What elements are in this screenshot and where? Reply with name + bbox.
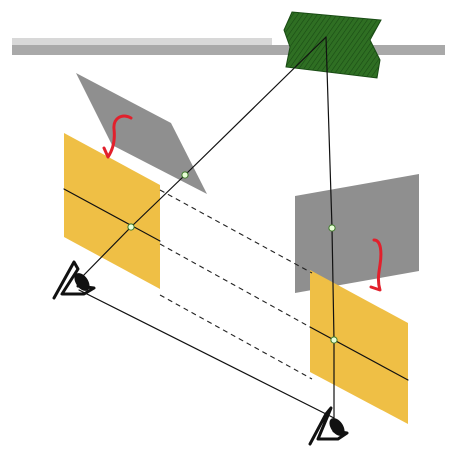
- right-eye-pupil: [329, 418, 345, 436]
- left-plane-horizontal-line: [63, 188, 161, 242]
- left-eye-outline: [52, 260, 96, 300]
- right-arrow-body: [369, 238, 383, 292]
- left-curved-arrow-icon: [102, 114, 133, 159]
- black-lines: [63, 36, 409, 419]
- left-eye-pupil: [74, 273, 90, 291]
- right-plane-point: [330, 336, 338, 344]
- left-view-ray-extension: [130, 174, 186, 228]
- dashed-guide-bottom: [159, 294, 313, 380]
- left-mirror-point: [181, 171, 189, 179]
- top-rail: [12, 38, 445, 55]
- right-image-plane: [310, 270, 408, 424]
- green-points: [127, 171, 338, 344]
- support-line-right: [325, 36, 333, 229]
- left-eye-icon: [52, 260, 96, 300]
- right-curved-arrow-icon: [369, 238, 383, 292]
- left-image-plane: [64, 133, 160, 289]
- dashed-guide-middle: [159, 243, 311, 328]
- right-eye-outline: [308, 406, 349, 446]
- dashed-guide-top: [159, 189, 313, 274]
- left-view-ray: [78, 226, 132, 281]
- left-plane-point: [127, 223, 135, 231]
- rail-light-segment: [12, 38, 272, 46]
- left-arrow-body: [102, 114, 133, 159]
- right-mirror-point: [328, 224, 336, 232]
- eye-connector-line: [78, 289, 335, 419]
- dashed-guides: [159, 189, 313, 380]
- support-line-left: [184, 36, 327, 176]
- right-plane-horizontal-line: [309, 326, 409, 381]
- left-mirror-plane: [76, 73, 207, 194]
- right-eye-icon: [308, 406, 349, 446]
- rail-dark-segment: [12, 45, 445, 55]
- anchor-block: [283, 11, 382, 79]
- right-mirror-plane: [295, 174, 419, 293]
- anchor-shape: [283, 11, 382, 79]
- right-view-ray-extension: [331, 227, 335, 341]
